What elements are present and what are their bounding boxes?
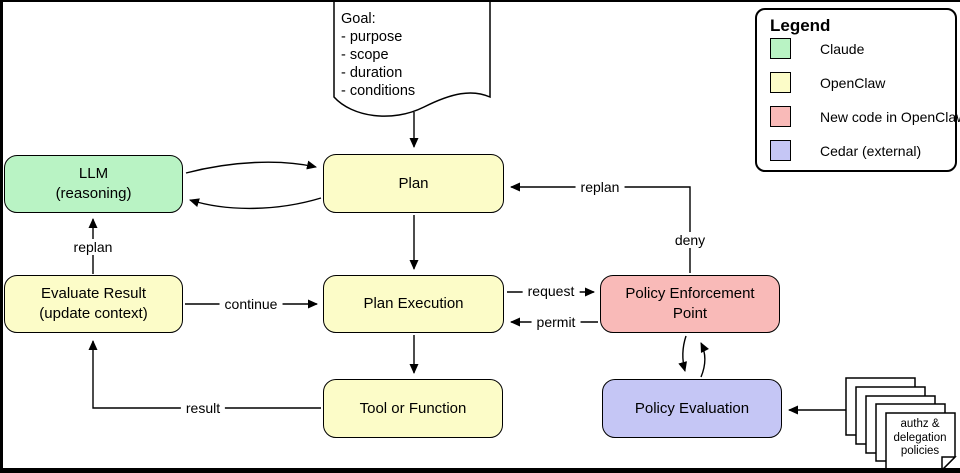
arrow-llm-to-plan — [185, 160, 317, 174]
edge-label-request: request — [522, 283, 580, 299]
edge-label-replan-left: replan — [68, 239, 118, 255]
node-policy-evaluation: Policy Evaluation — [602, 379, 782, 438]
legend-panel: Legend Claude OpenClaw New code in OpenC… — [755, 8, 960, 172]
frame-bottom-border — [0, 468, 960, 473]
edge-label-deny: deny — [669, 232, 711, 248]
frame-left-border — [0, 0, 3, 473]
node-plan: Plan — [323, 154, 504, 213]
policies-note-text: authz & delegation policies — [893, 418, 947, 457]
legend-swatch-claude — [770, 38, 791, 59]
legend-swatch-new-code — [770, 106, 791, 127]
legend-title: Legend — [770, 16, 831, 35]
legend-swatch-cedar — [770, 140, 791, 161]
node-tool-or-function: Tool or Function — [323, 379, 503, 438]
edge-label-replan-right: replan — [575, 179, 625, 195]
legend-label: OpenClaw — [820, 74, 886, 91]
arrow-policyeval-to-pep — [700, 342, 710, 378]
arrow-pep-to-policyeval — [678, 335, 687, 372]
edge-label-result: result — [180, 400, 226, 416]
edge-label-continue: continue — [219, 296, 283, 312]
arrow-pep-to-plan-deny-replan — [510, 182, 691, 273]
frame-top-border — [0, 0, 960, 2]
arrow-tool-to-evaluate-result — [88, 340, 321, 409]
node-policy-enforcement-point: Policy Enforcement Point — [600, 275, 780, 333]
legend-item-new-code: New code in OpenClaw — [770, 106, 960, 127]
legend-swatch-openclaw — [770, 72, 791, 93]
node-llm: LLM (reasoning) — [4, 155, 183, 213]
node-plan-execution: Plan Execution — [323, 275, 504, 333]
legend-label: New code in OpenClaw — [820, 108, 960, 125]
edge-label-permit: permit — [531, 314, 581, 330]
legend-label: Claude — [820, 40, 865, 57]
legend-label: Cedar (external) — [820, 142, 922, 159]
legend-item-openclaw: OpenClaw — [770, 72, 885, 93]
legend-item-claude: Claude — [770, 38, 864, 59]
node-evaluate-result: Evaluate Result (update context) — [4, 275, 183, 333]
goal-note-text: Goal: - purpose - scope - duration - con… — [341, 11, 416, 99]
arrow-plan-to-llm — [189, 197, 322, 210]
legend-item-cedar: Cedar (external) — [770, 140, 921, 161]
